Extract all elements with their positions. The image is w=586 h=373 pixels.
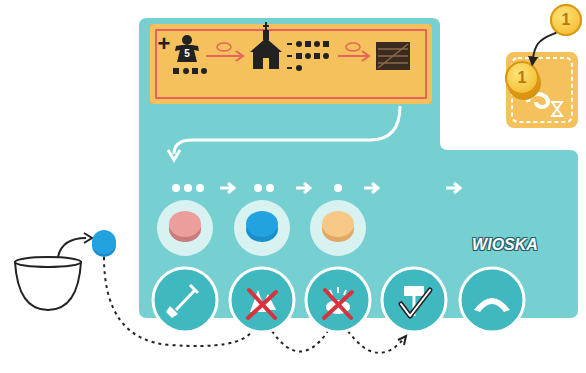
coin-arrow [532, 33, 556, 65]
coin-token: 1 [550, 4, 582, 36]
coin-value: 1 [550, 4, 582, 36]
bowl-body [15, 262, 81, 310]
token-side [92, 233, 116, 257]
bowl-arrow [58, 238, 86, 257]
coin-token: 1 [505, 61, 539, 95]
bowl-rim [15, 257, 81, 267]
dashed-path [348, 331, 406, 353]
dashed-path [272, 331, 328, 352]
action-card: +5 [150, 24, 432, 104]
cost-number: 5 [181, 48, 193, 59]
coin-value: 1 [505, 61, 539, 95]
arrow-head [84, 233, 92, 243]
hourglass-icon [552, 102, 562, 116]
plus-sign: + [156, 32, 172, 56]
blue-token [92, 230, 116, 254]
board-outline [139, 18, 578, 318]
logo-text: WIOSKA [459, 236, 551, 254]
swirl-icon [528, 94, 548, 107]
arrow-head [398, 336, 406, 345]
coin-tile [506, 52, 578, 128]
